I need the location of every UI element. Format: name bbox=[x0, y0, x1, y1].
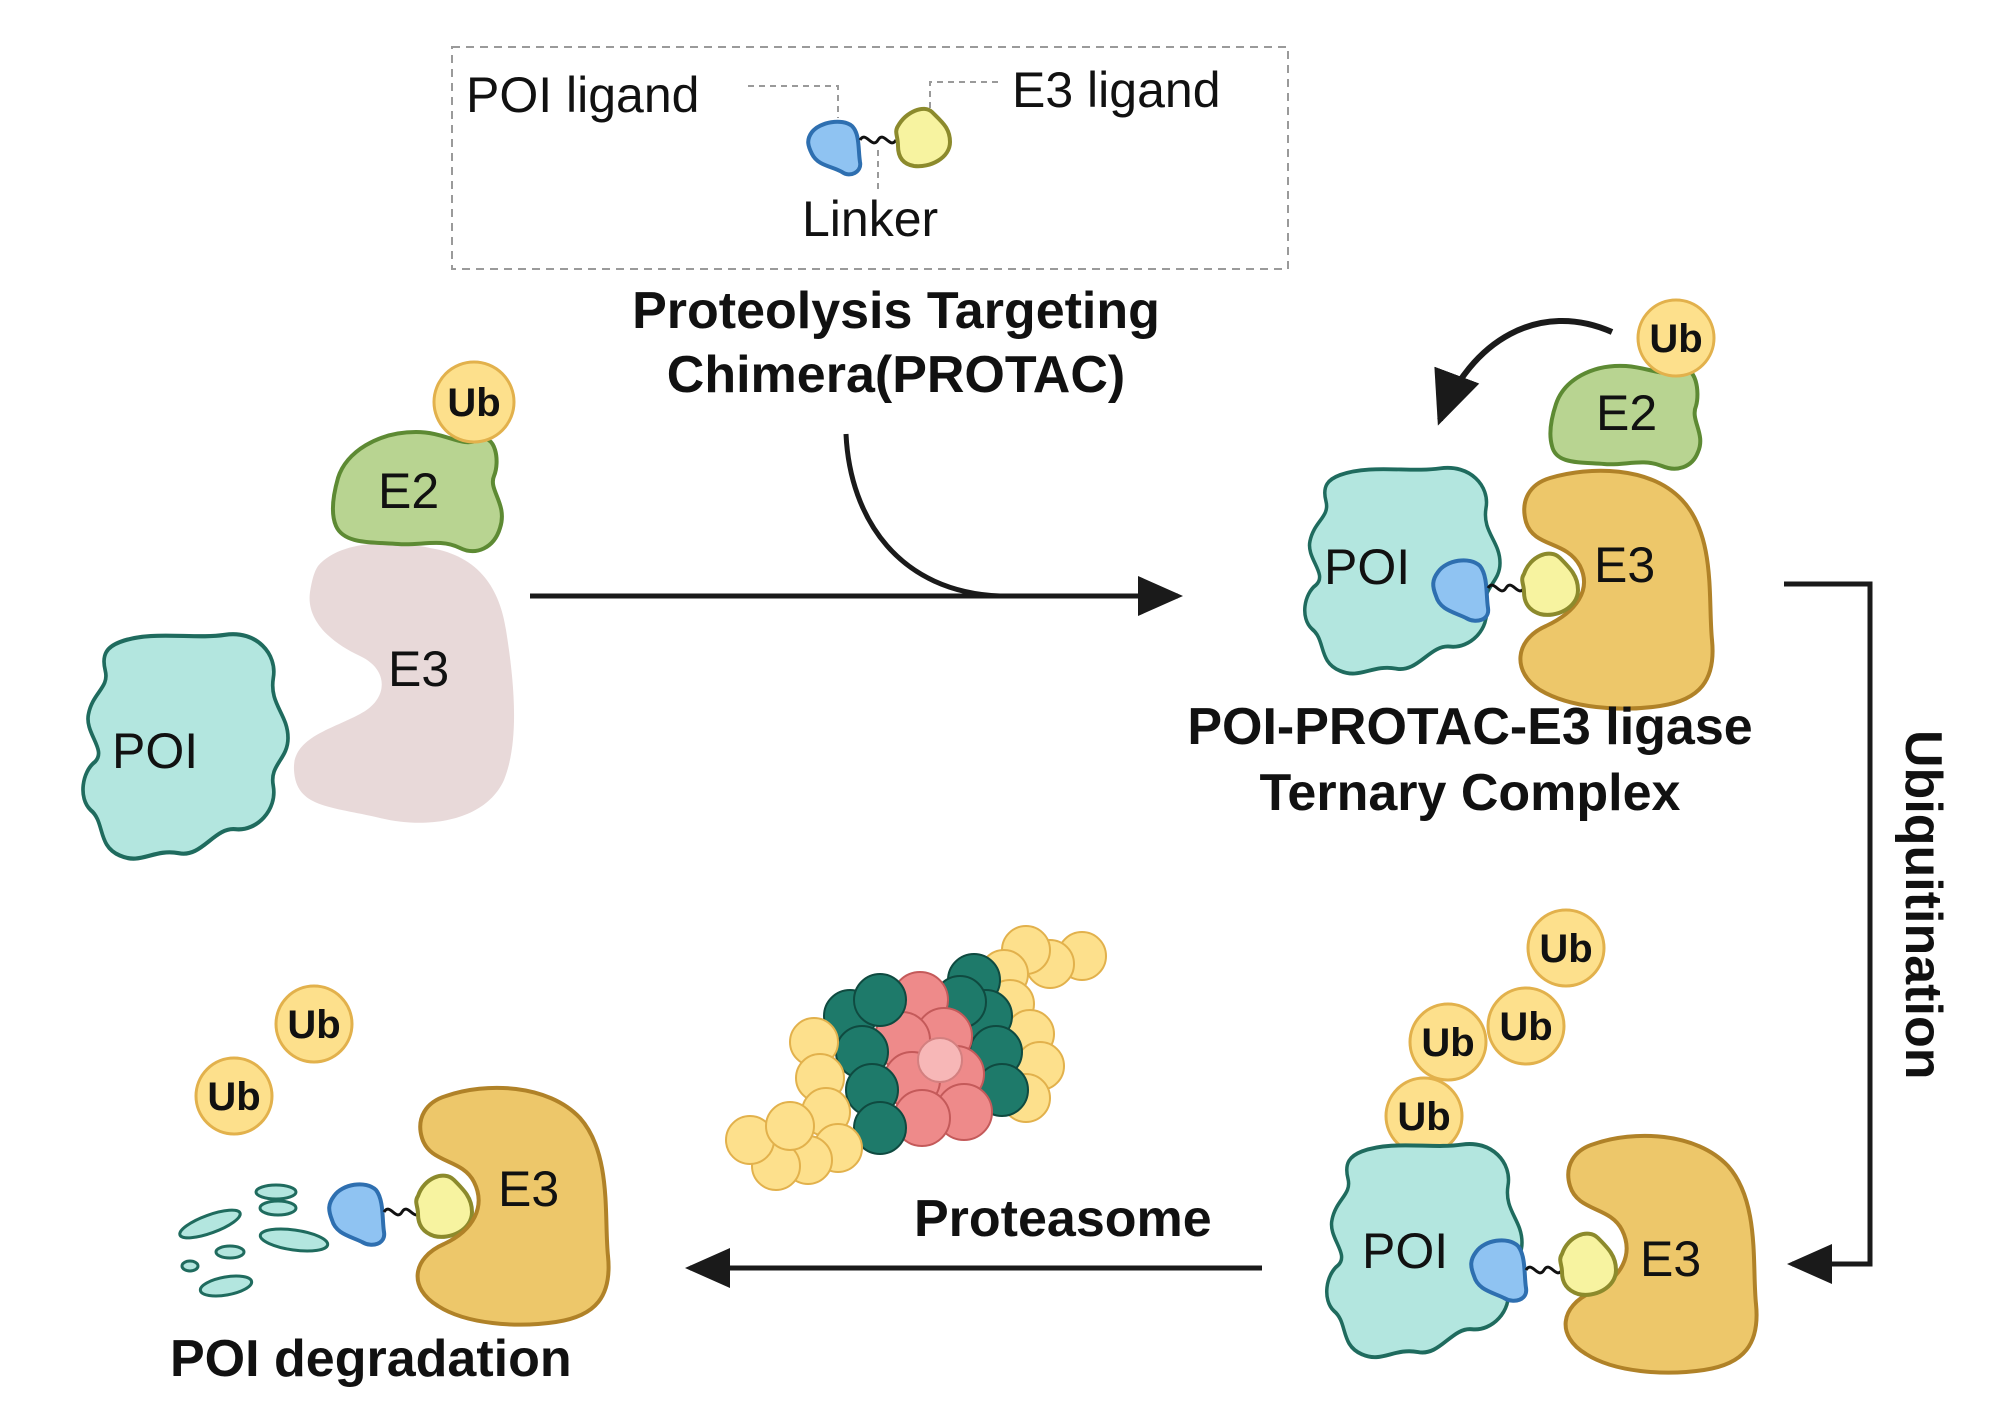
degradation-e3-label: E3 bbox=[498, 1161, 559, 1217]
protac-title-line1: Proteolysis Targeting bbox=[632, 282, 1160, 340]
ternary-caption-line1: POI-PROTAC-E3 ligase bbox=[1187, 698, 1752, 756]
ubiquitinated-e3-ligand bbox=[1558, 1231, 1619, 1297]
ternary-poi-label: POI bbox=[1324, 539, 1410, 595]
ubiquitinated-poi-ligand bbox=[1469, 1238, 1529, 1303]
ubiquitination-arrow bbox=[1784, 581, 1873, 1284]
ubiquitination-label: Ubiquitination bbox=[1894, 730, 1952, 1079]
poly-ub-1-label: Ub bbox=[1539, 927, 1592, 971]
poly-ub-1 bbox=[1526, 908, 1606, 988]
proteasome-cap-bottom bbox=[725, 1017, 863, 1191]
e3-ligand-label: E3 ligand bbox=[1012, 62, 1221, 118]
protac-legend: POI ligand E3 ligand Linker bbox=[451, 46, 1289, 270]
poi-fragments bbox=[178, 1183, 330, 1298]
degradation-state: Ub Ub E3 bbox=[178, 984, 611, 1327]
ubiquitinated-linker bbox=[1524, 1265, 1564, 1275]
e3-ligand-shape bbox=[894, 106, 953, 169]
e3-inactive-shape bbox=[293, 543, 515, 823]
poly-ub-4-label: Ub bbox=[1397, 1095, 1450, 1139]
ternary-caption-line2: Ternary Complex bbox=[1260, 764, 1681, 822]
poly-ub-2 bbox=[1486, 986, 1566, 1066]
ternary-e3-ligand bbox=[1520, 551, 1581, 617]
linker-shape bbox=[858, 135, 898, 145]
initial-e2-shape bbox=[330, 429, 504, 554]
ternary-e2-label: E2 bbox=[1596, 385, 1657, 441]
ternary-linker bbox=[1486, 583, 1526, 593]
initial-ub-label: Ub bbox=[447, 381, 500, 425]
proteasome bbox=[725, 925, 1107, 1191]
proteasome-beta-ring-bottom bbox=[823, 973, 907, 1155]
proteasome-beta-ring-top bbox=[933, 953, 1029, 1117]
free-ub-1 bbox=[274, 984, 354, 1064]
poi-ligand-leader bbox=[748, 85, 839, 118]
poi-ligand-label: POI ligand bbox=[466, 67, 699, 123]
degradation-poi-ligand bbox=[327, 1182, 387, 1247]
protac-title-line2: Chimera(PROTAC) bbox=[667, 346, 1125, 404]
initial-e3-label: E3 bbox=[388, 641, 449, 697]
degradation-e3-shape bbox=[415, 1085, 611, 1327]
protac-legend-box bbox=[451, 46, 1289, 270]
protac-joining-curve bbox=[843, 433, 1001, 599]
degradation-linker bbox=[382, 1207, 422, 1217]
degradation-e3-ligand bbox=[414, 1173, 475, 1239]
initial-e2-label: E2 bbox=[378, 463, 439, 519]
free-ub-2 bbox=[194, 1056, 274, 1136]
ub-transfer-arrow bbox=[1434, 318, 1614, 426]
poly-ub-3-label: Ub bbox=[1421, 1021, 1474, 1065]
ternary-e3-shape bbox=[1518, 468, 1715, 711]
proteasome-label: Proteasome bbox=[914, 1190, 1212, 1248]
ternary-e3-label: E3 bbox=[1594, 537, 1655, 593]
degradation-caption: POI degradation bbox=[170, 1330, 572, 1388]
poly-ub-3 bbox=[1408, 1002, 1488, 1082]
ternary-ub-label: Ub bbox=[1649, 317, 1702, 361]
linker-label: Linker bbox=[802, 191, 938, 247]
ternary-complex: E3 E2 Ub POI bbox=[1302, 298, 1716, 711]
e3-ligand-leader bbox=[929, 81, 998, 108]
ubiquitinated-complex: Ub Ub Ub Ub POI E3 bbox=[1324, 908, 1759, 1375]
ubiquitinated-e3-label: E3 bbox=[1640, 1231, 1701, 1287]
free-ub-2-label: Ub bbox=[207, 1075, 260, 1119]
ubiquitinated-e3-shape bbox=[1563, 1133, 1759, 1375]
poly-ub-2-label: Ub bbox=[1499, 1005, 1552, 1049]
ternary-ub-circle bbox=[1636, 298, 1716, 378]
initial-poi-label: POI bbox=[112, 723, 198, 779]
ternary-poi-ligand bbox=[1431, 558, 1491, 623]
poi-ligand-shape bbox=[806, 119, 863, 177]
initial-state: E3 E2 Ub POI bbox=[83, 360, 516, 859]
proteasome-core bbox=[873, 971, 993, 1147]
ubiquitinated-poi-label: POI bbox=[1362, 1223, 1448, 1279]
ternary-e2-shape bbox=[1548, 363, 1703, 471]
initial-ub-circle bbox=[432, 360, 516, 444]
free-ub-1-label: Ub bbox=[287, 1003, 340, 1047]
